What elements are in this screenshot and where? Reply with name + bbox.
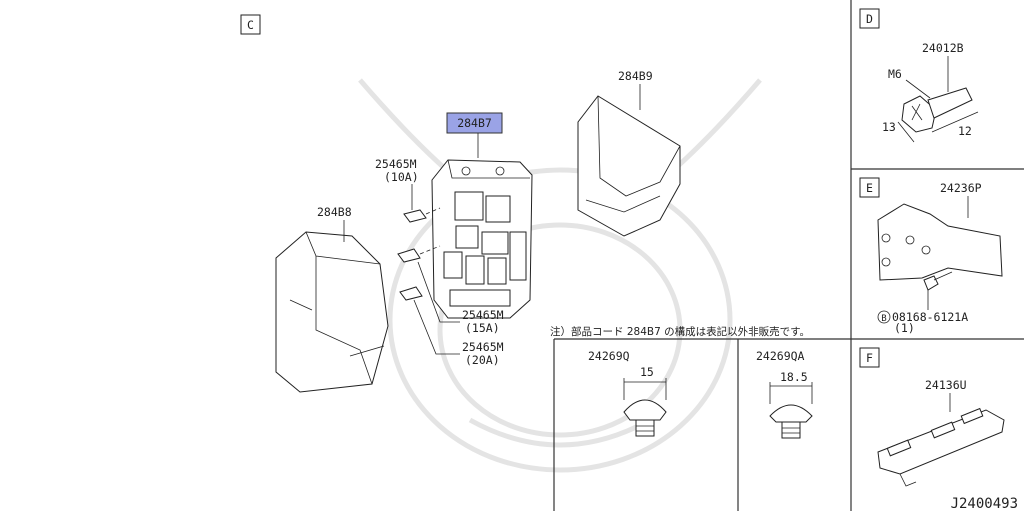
label-fuse-10a-code[interactable]: 25465M [375, 157, 417, 171]
watermark-logo [358, 78, 762, 473]
cover-lower-drawing [275, 231, 389, 393]
dim-thread-d: M6 [888, 67, 902, 81]
leader-fuse-15a [417, 261, 460, 323]
section-tag-c: C [247, 18, 254, 32]
label-cover-lower[interactable]: 284B8 [317, 205, 352, 219]
label-clip-left[interactable]: 24269Q [588, 349, 630, 363]
dim-head-d: 13 [882, 120, 896, 134]
dim-length-d: 12 [958, 124, 972, 138]
bolt-e-drawing [923, 271, 953, 291]
highlight-fuse-block-label[interactable] [446, 112, 503, 134]
section-tag-e: E [866, 181, 873, 195]
label-bolt-d[interactable]: 24012B [922, 41, 964, 55]
leader-thread-d [905, 79, 931, 99]
bolt-d-drawing [901, 87, 973, 133]
bolt-prefix-e: B [881, 314, 886, 324]
dim-line-head-d [897, 121, 915, 143]
section-tag-f: F [866, 351, 873, 365]
dim-clip-right: 18.5 [780, 370, 808, 384]
section-tag-d-box [859, 8, 880, 29]
label-clip-f[interactable]: 24136U [925, 378, 967, 392]
label-fuse-20a-rating: (20A) [465, 353, 500, 367]
section-tag-e-box [859, 177, 880, 198]
label-bolt-e-qty: (1) [894, 321, 915, 335]
label-fuse-10a-rating: (10A) [384, 170, 419, 184]
fuse-10a-drawing [403, 207, 441, 223]
label-fuse-15a-code[interactable]: 25465M [462, 308, 504, 322]
clip-right-drawing [769, 404, 813, 439]
fuse-15a-drawing [397, 245, 441, 263]
clip-f-drawing [877, 407, 1005, 487]
fuse-block-drawing [431, 159, 533, 319]
leader-fuse-20a [413, 299, 460, 355]
label-fuse-15a-rating: (15A) [465, 321, 500, 335]
clip-left-drawing [623, 399, 667, 437]
note-text: 注）部品コード 284B7 の構成は表記以外非販売です。 [550, 325, 810, 338]
label-fuse-block[interactable]: 284B7 [457, 116, 492, 130]
bracket-e-drawing [877, 203, 1003, 281]
dim-clip-left: 15 [640, 365, 654, 379]
label-bracket-e[interactable]: 24236P [940, 181, 982, 195]
cover-upper-drawing [577, 95, 681, 237]
label-clip-right[interactable]: 24269QA [756, 349, 805, 363]
label-bolt-e-code[interactable]: 08168-6121A [892, 310, 968, 324]
section-tag-d: D [866, 12, 873, 26]
fuse-20a-drawing [399, 286, 423, 301]
label-fuse-20a-code[interactable]: 25465M [462, 340, 504, 354]
bolt-prefix-circle [877, 310, 891, 324]
section-tag-f-box [859, 347, 880, 368]
diagram-id: J2400493 [951, 496, 1018, 511]
section-tag-c-box [240, 14, 261, 35]
dim-line-length-d [931, 111, 979, 133]
label-cover-upper[interactable]: 284B9 [618, 69, 653, 83]
